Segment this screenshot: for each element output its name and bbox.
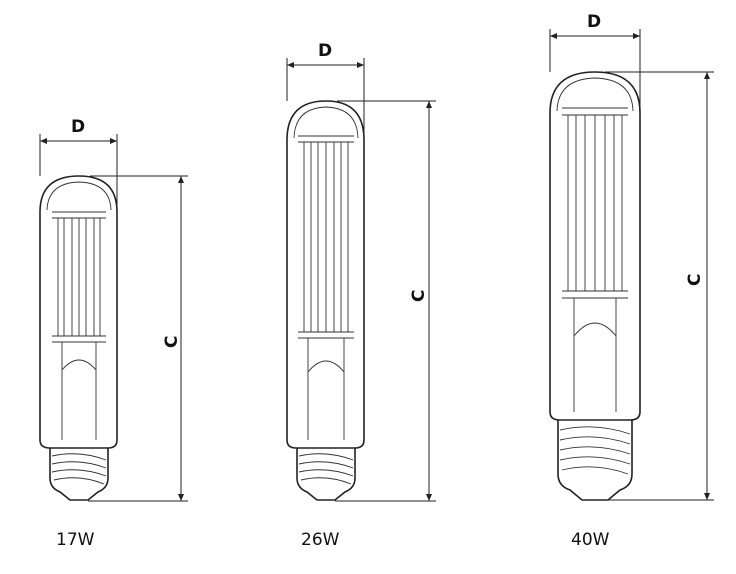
bulb-40w-filament [562, 107, 628, 412]
bulb-17w-width-label: D [71, 117, 85, 137]
bulb-26w-base [296, 448, 356, 501]
bulb-40w-width-dimension: D [549, 12, 641, 130]
bulb-40w-base [557, 420, 633, 501]
bulb-26w: D C 26W [286, 41, 436, 550]
bulb-17w-height-dimension: C [88, 175, 188, 502]
bulb-40w-wattage-label: 40W [571, 530, 610, 550]
bulb-17w-width-dimension: D [39, 117, 118, 236]
bulb-40w-height-dimension: C [605, 71, 714, 501]
bulb-26w-wattage-label: 26W [301, 530, 340, 550]
bulb-40w-height-label: C [685, 274, 705, 286]
bulb-26w-height-label: C [409, 290, 429, 302]
bulb-17w-envelope [39, 175, 118, 449]
bulb-26w-width-dimension: D [286, 41, 365, 160]
bulb-26w-filament [298, 135, 354, 440]
bulb-17w: D C 17W [39, 117, 188, 550]
bulb-17w-height-label: C [162, 336, 182, 348]
bulb-17w-wattage-label: 17W [56, 530, 95, 550]
bulb-26w-height-dimension: C [335, 100, 436, 502]
bulb-40w: D C 40W [549, 12, 714, 550]
bulb-40w-width-label: D [587, 12, 601, 32]
bulb-40w-envelope [549, 71, 641, 421]
bulb-17w-filament [52, 211, 106, 440]
bulb-17w-base [49, 448, 109, 501]
bulb-26w-width-label: D [318, 41, 332, 61]
bulb-26w-envelope [286, 100, 365, 449]
